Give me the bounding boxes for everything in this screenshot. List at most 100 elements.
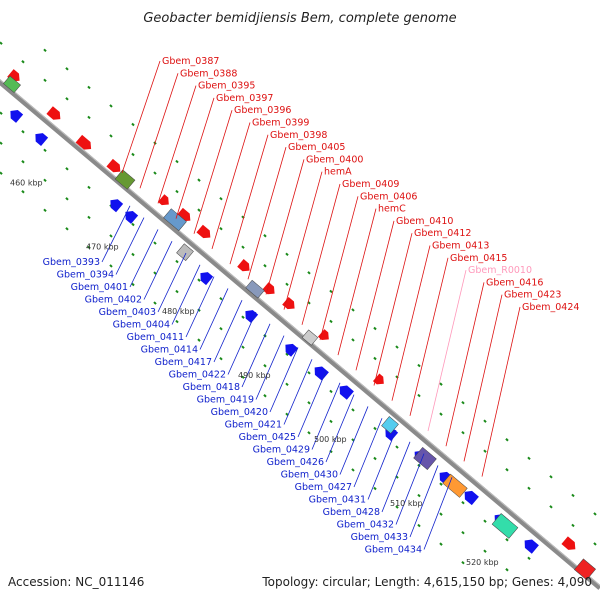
gene-arrow (157, 194, 169, 206)
track-dot (461, 530, 465, 535)
gene-label: Gbem_0421 (225, 420, 282, 431)
gene-arrow (75, 134, 92, 150)
track-dot (571, 523, 575, 528)
gene-label: Gbem_0429 (253, 445, 310, 456)
track-dot (395, 345, 399, 349)
gene-label: Gbem_0399 (252, 118, 309, 129)
label-leader (121, 60, 161, 174)
track-dot (417, 493, 421, 498)
track-dot (417, 363, 421, 368)
kbp-tick-label: 490 kbp (238, 371, 271, 380)
label-leader (265, 159, 305, 295)
track-dot (373, 486, 377, 491)
gene-feature (339, 385, 354, 400)
gene-label: Gbem_0405 (288, 142, 345, 153)
gene-arrow (10, 110, 24, 123)
kbp-tick-label: 480 kbp (162, 307, 195, 316)
label-leader (319, 196, 359, 341)
track-dot (571, 493, 575, 498)
gene-feature (106, 158, 121, 173)
track-dot (153, 241, 157, 245)
label-leader (297, 370, 327, 438)
gene-label: Gbem_0402 (85, 295, 142, 306)
gene-feature (110, 199, 124, 213)
label-leader (241, 323, 271, 388)
label-leader-lines (101, 60, 521, 550)
gene-box (163, 208, 187, 232)
track-dot (285, 252, 289, 257)
gene-arrow (200, 272, 214, 286)
track-dot (351, 308, 355, 312)
gene-arrow (339, 385, 354, 400)
track-dot (109, 104, 113, 108)
track-dot (285, 282, 289, 287)
track-dot (527, 556, 531, 561)
gene-box (442, 473, 468, 498)
track-dot (21, 160, 25, 164)
gene-feature (574, 558, 596, 581)
gene-arrow (282, 296, 295, 310)
label-leader (463, 294, 503, 462)
track-dot (219, 356, 223, 361)
gene-label: Gbem_0430 (281, 470, 338, 481)
track-dot (0, 171, 3, 175)
track-dot (263, 364, 267, 368)
track-dot (351, 408, 355, 412)
label-leader (143, 241, 173, 300)
gene-label: Gbem_0425 (239, 432, 296, 443)
label-leader (337, 208, 377, 356)
track-dot (65, 97, 69, 101)
track-dot (307, 401, 311, 405)
label-leader (213, 300, 243, 363)
gene-feature (237, 259, 250, 272)
label-leader (409, 257, 449, 416)
gene-arrow (524, 539, 539, 554)
genome-summary-text: Topology: circular; Length: 4,615,150 bp… (261, 575, 592, 589)
track-dot (329, 419, 333, 424)
track-dot (461, 400, 465, 405)
label-leader (157, 252, 187, 313)
gene-box (574, 558, 596, 581)
track-dot (439, 482, 443, 486)
track-dot (307, 371, 311, 375)
gene-label: Gbem_0401 (71, 282, 128, 293)
track-dot (351, 468, 355, 472)
track-dot (593, 542, 597, 546)
track-dot (175, 189, 179, 194)
track-dot (21, 60, 25, 64)
track-dot (461, 560, 465, 565)
track-dot (153, 171, 157, 175)
gene-feature (491, 513, 519, 539)
track-dot (175, 289, 179, 294)
track-dot (241, 315, 245, 319)
label-leader (355, 220, 395, 371)
track-dot (87, 245, 91, 250)
green-dot-tracks (0, 41, 597, 572)
track-dot (0, 141, 3, 145)
gene-label: hemC (378, 204, 406, 215)
track-dot (593, 512, 597, 516)
track-dot (527, 486, 531, 491)
track-dot (87, 115, 91, 120)
track-dot (417, 523, 421, 528)
kbp-tick-label: 500 kbp (314, 435, 347, 444)
gene-arrow (245, 310, 259, 324)
gene-box (176, 243, 194, 261)
track-dot (439, 542, 443, 546)
gene-feature (372, 373, 384, 385)
gene-feature (114, 169, 136, 190)
gene-label: Gbem_0413 (432, 241, 489, 252)
track-dot (21, 190, 25, 194)
track-dot (549, 505, 553, 509)
gene-feature (163, 208, 187, 232)
gene-arrow (317, 329, 329, 341)
gene-label: Gbem_0422 (169, 370, 226, 381)
gene-feature (200, 272, 214, 286)
label-leader (247, 146, 287, 280)
track-dot (43, 178, 47, 183)
gene-label: Gbem_0426 (267, 457, 324, 468)
track-dot (43, 148, 47, 153)
track-dot (219, 296, 223, 301)
gene-feature (176, 243, 194, 261)
label-leader (353, 418, 383, 488)
